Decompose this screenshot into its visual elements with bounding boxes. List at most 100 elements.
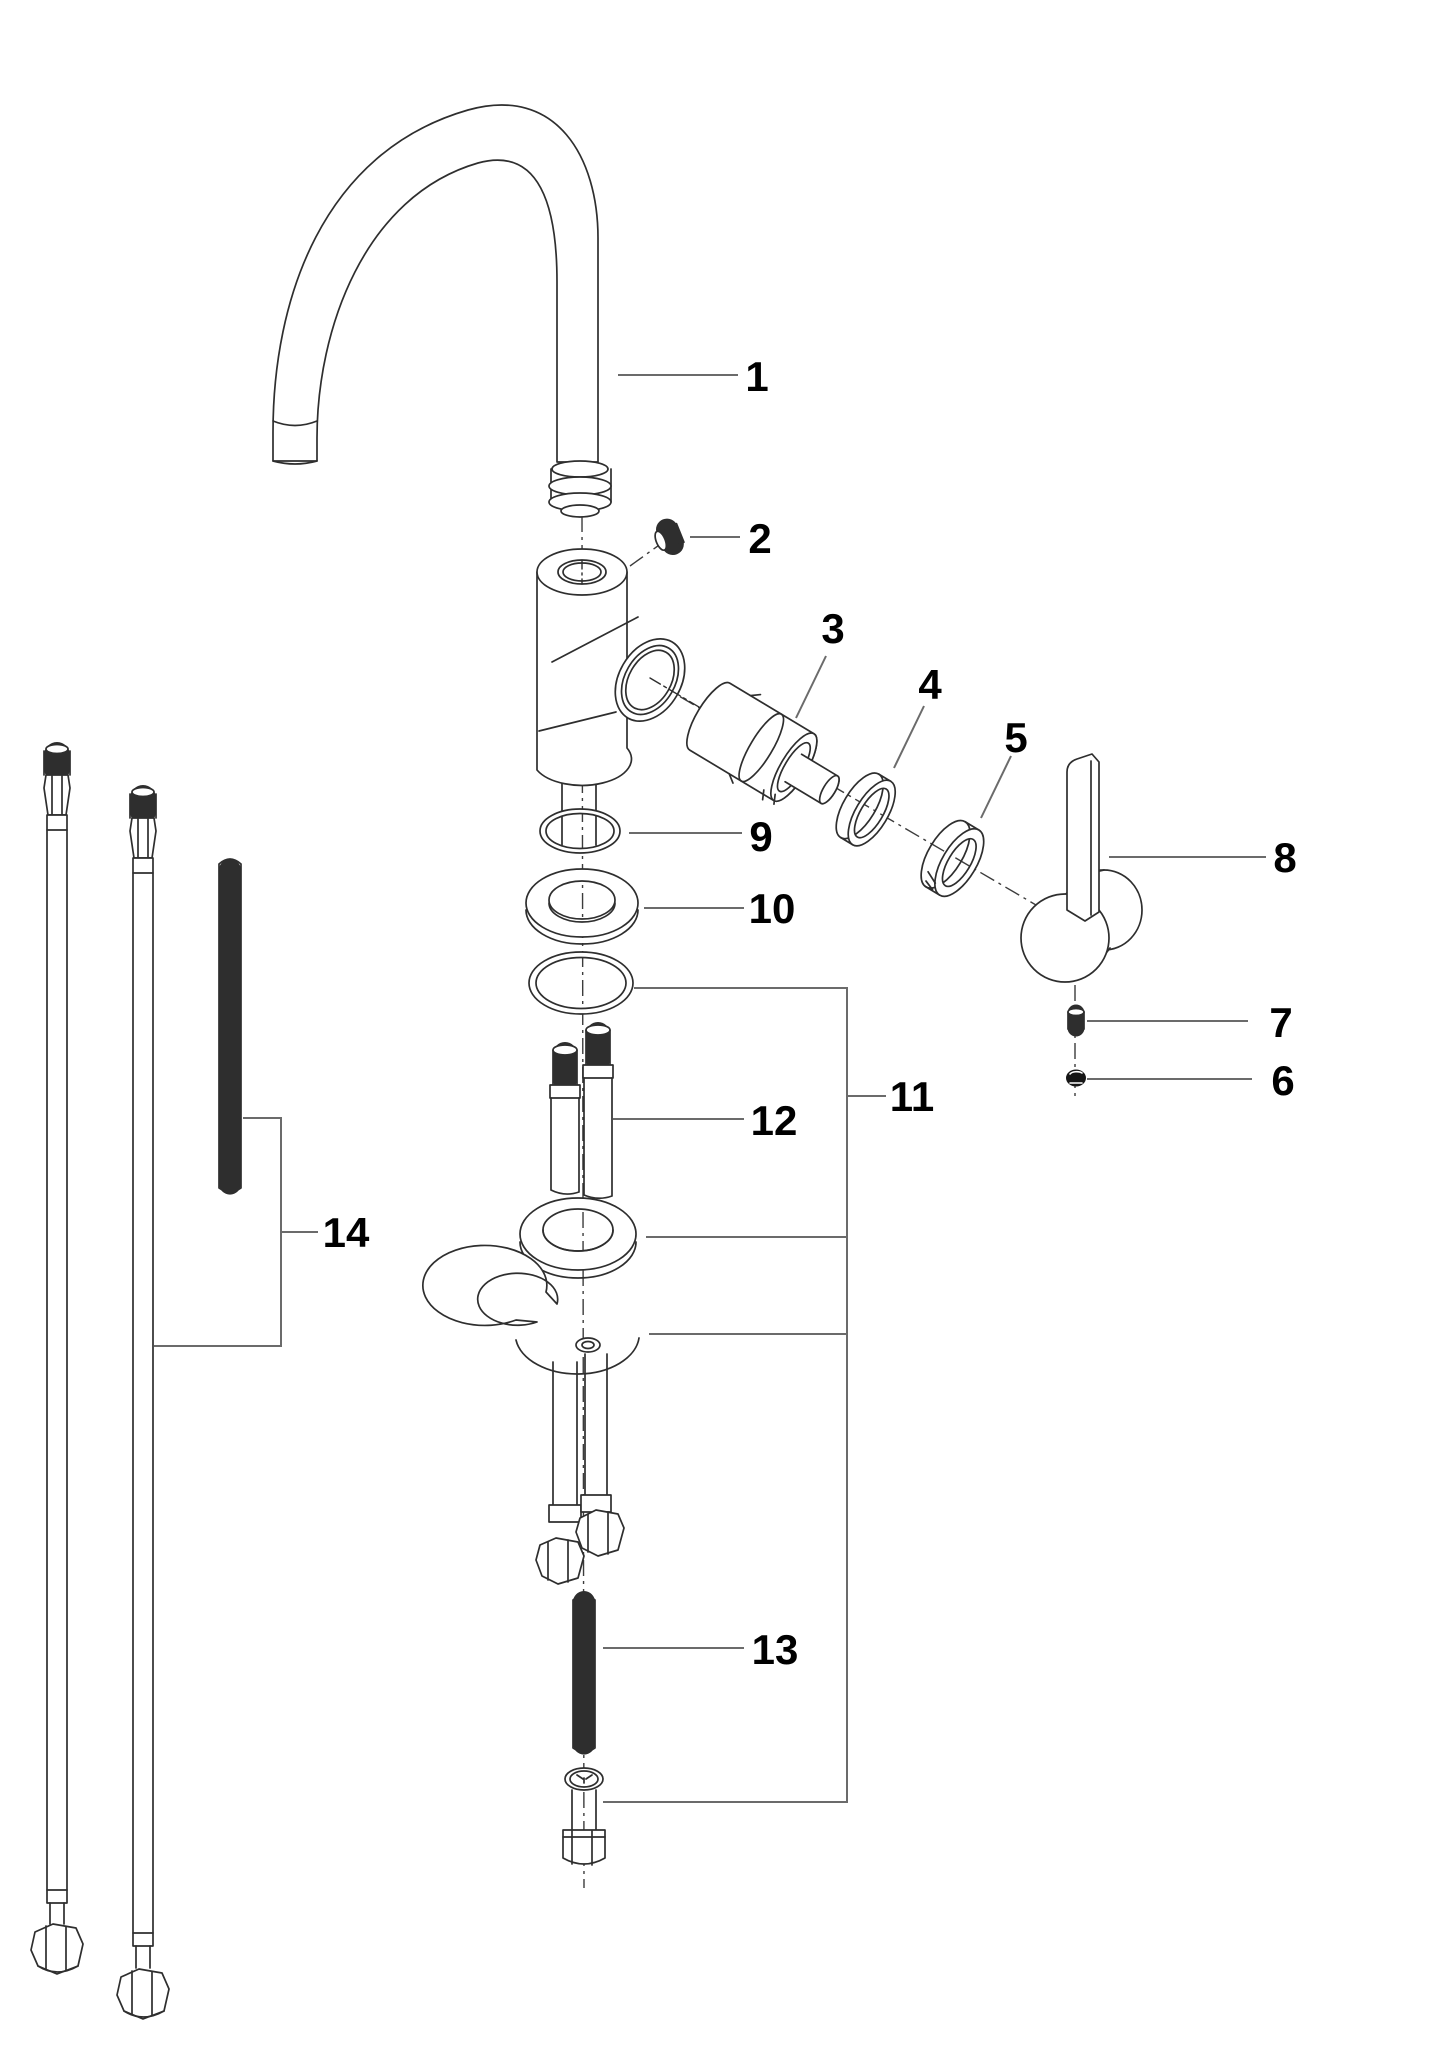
cartridge-axis-centerline [654, 681, 1049, 913]
rod14-outline [218, 858, 242, 1193]
horseshoe-hole-inner [581, 1340, 595, 1350]
threaded-rod-part-13 [572, 1591, 596, 1759]
body-side-port [614, 638, 686, 722]
hoseA-cap [45, 743, 69, 755]
retaining-ring-part-4 [835, 772, 897, 847]
port-outer-rim [614, 638, 686, 722]
callout-7: 7 [1269, 999, 1292, 1046]
washer10-bottom-rim [525, 909, 639, 945]
bracket-14 [154, 1117, 318, 1347]
hoseA-neck [49, 1902, 65, 1925]
hoseA-tube [46, 829, 68, 1891]
base-washer-hole-depth [542, 1229, 614, 1252]
ring5-slot-marks [925, 870, 937, 891]
callout-10: 10 [749, 885, 796, 932]
callout-2: 2 [748, 515, 771, 562]
base-washer-face [519, 1197, 637, 1271]
hoseA-hex-facets [51, 775, 63, 815]
ring4-front [847, 779, 897, 847]
leader-4 [893, 705, 925, 769]
spout-outline [272, 104, 599, 463]
spout-part [272, 104, 612, 518]
hoseB-hex-facets [137, 818, 149, 858]
cartridge-part-3 [686, 681, 840, 806]
hose-left-tip-face [552, 1044, 578, 1056]
screw7-outline [1067, 1011, 1085, 1032]
hose-left-collar [549, 1084, 581, 1099]
port-thread [624, 649, 676, 711]
hex-nut-right-facets [587, 1511, 609, 1555]
lower-hose-tubes [535, 1353, 625, 1585]
connection-hose-a [30, 742, 84, 1975]
connection-threaded-rod [218, 858, 242, 1197]
open-ring-part-5 [920, 819, 985, 898]
hoseB-neck [135, 1945, 151, 1969]
stud-head-cross [576, 1774, 593, 1784]
lever-handle-part-8 [1020, 753, 1143, 983]
hoseB-collar [132, 857, 154, 874]
hose-right-collar [582, 1064, 614, 1079]
body-outline [536, 571, 633, 787]
hex-nut-left [535, 1537, 585, 1585]
hose-right-body [583, 1077, 613, 1200]
hoseB-cap [131, 786, 155, 798]
supply-hoses-part-12 [549, 1022, 614, 1200]
tube-right [584, 1353, 608, 1496]
seal-ring-part [528, 951, 634, 1015]
set-screw-part-2 [654, 518, 685, 557]
o-ring-part-9 [539, 808, 621, 854]
hoseA-collar [46, 814, 68, 831]
mounting-stud-part [562, 1767, 606, 1866]
body-chamfer-line [551, 616, 639, 663]
hex-nut-left-facets [547, 1539, 569, 1583]
stud-hex [562, 1829, 606, 1865]
hex-nut-right [575, 1509, 625, 1557]
callout-3: 3 [821, 605, 844, 652]
hoseB-tube [132, 872, 154, 1934]
hoseB-hex [129, 817, 157, 859]
set-screw-face [654, 530, 668, 552]
plug6-highlights [1069, 1070, 1083, 1084]
callout-11: 11 [890, 1073, 934, 1120]
tube-left-collar [548, 1504, 582, 1523]
stud-shaft [571, 1789, 597, 1831]
set-screw-threads [656, 518, 685, 557]
hose-left-tip-outline [552, 1049, 578, 1086]
leader-lines [154, 374, 1266, 1803]
tube-left [552, 1361, 578, 1506]
horseshoe-body [422, 1244, 559, 1327]
callout-4: 4 [918, 661, 942, 708]
body-lower-line [538, 711, 617, 732]
callout-labels: 1 2 3 4 5 6 7 8 9 10 11 12 13 14 [323, 353, 1297, 1673]
bracket-11 [603, 987, 886, 1803]
hose-right-tip-face [585, 1024, 611, 1036]
ring5-front [934, 828, 985, 898]
hoseB-nut-facets [123, 1970, 165, 2018]
callout-9: 9 [749, 813, 772, 860]
rod13-outline [572, 1594, 596, 1753]
parts [30, 104, 1143, 2020]
handle-blade [1066, 753, 1100, 922]
cartridge-stem-end [818, 774, 840, 805]
centerlines [581, 515, 1076, 1889]
spout-tip [560, 504, 600, 518]
set-screw-outline [656, 522, 685, 551]
cartridge-collar [738, 712, 785, 783]
callout-8: 8 [1273, 834, 1296, 881]
stud-hex-facets [562, 1830, 606, 1866]
callout-6: 6 [1271, 1057, 1294, 1104]
hose-right-tip-outline [585, 1029, 611, 1066]
callout-13: 13 [752, 1626, 799, 1673]
horseshoe-clamp-part [422, 1244, 640, 1375]
faucet-body [536, 548, 727, 787]
hoseB-ridge-sides [129, 793, 157, 819]
horseshoe-hole [575, 1337, 601, 1353]
spout-outlet-bottom [272, 460, 318, 465]
hoseA-nut-facets [37, 1925, 79, 1973]
spout-groove-1 [551, 460, 609, 478]
hoseA-end-collar [46, 1889, 68, 1904]
hoseA-ridge-sides [43, 750, 71, 776]
hoseB-end-collar [132, 1932, 154, 1947]
